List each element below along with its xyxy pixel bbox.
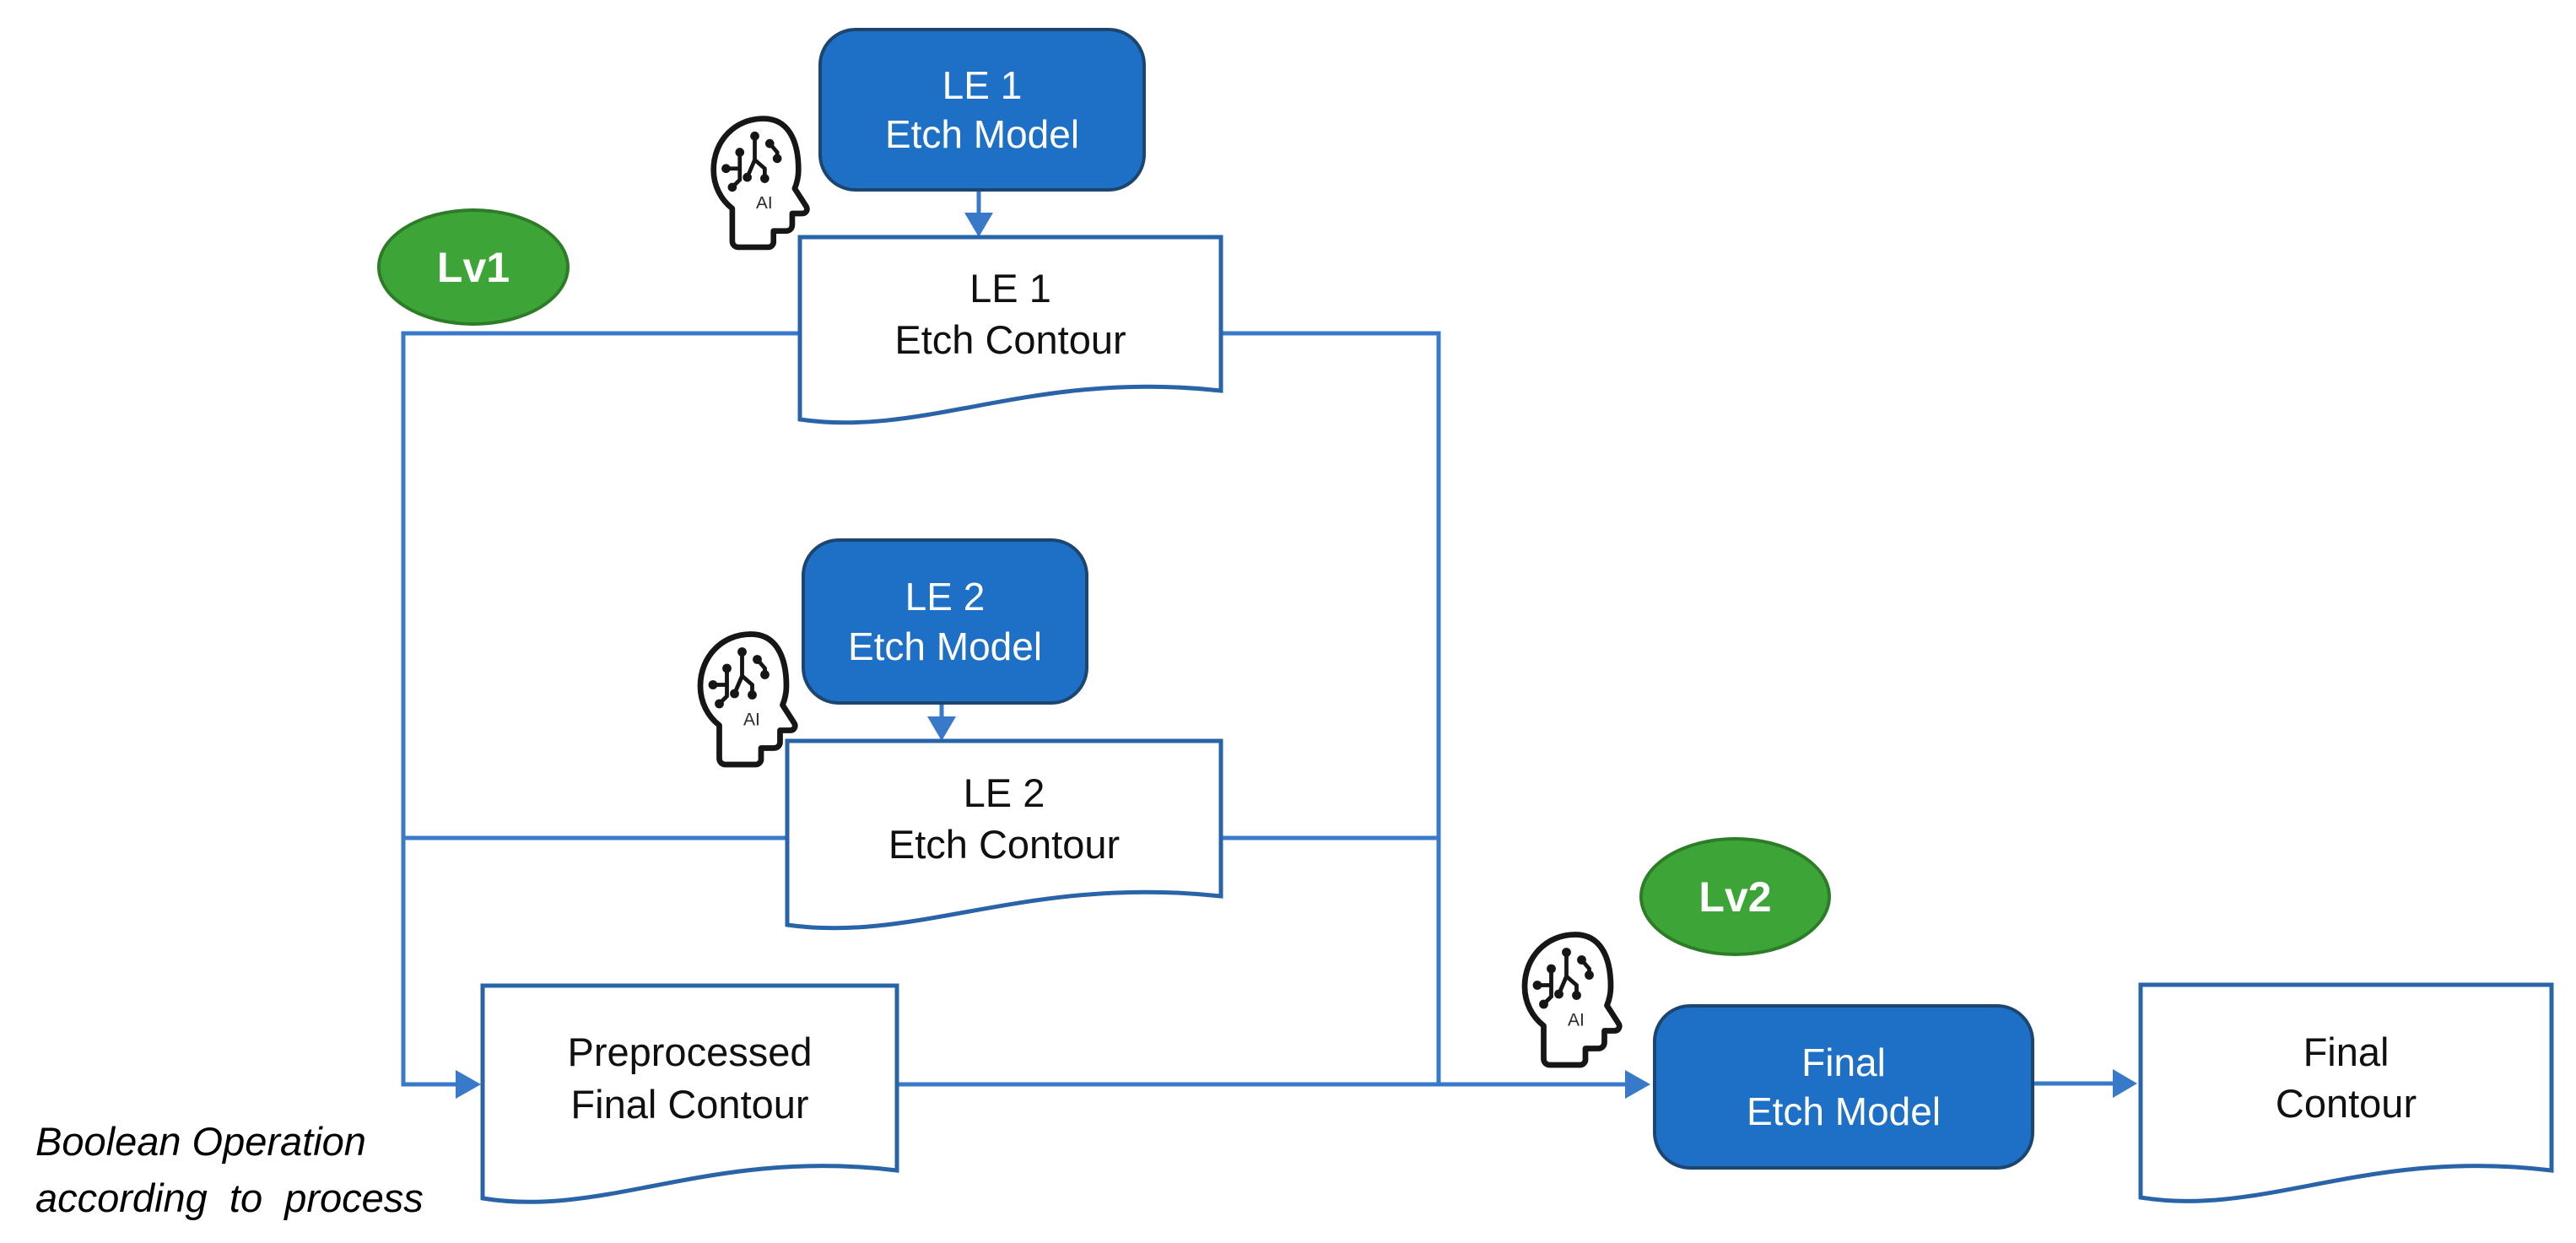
- ai-icon-label: AI: [743, 711, 760, 730]
- boolean-operation-annotation: Boolean Operation according to process: [35, 1114, 424, 1226]
- connector-left-collector: [401, 331, 800, 1087]
- doc-shape-le2-contour: [785, 738, 1223, 931]
- badge-lv2: Lv2: [1639, 837, 1831, 956]
- doc-shape-final-contour: [2138, 982, 2554, 1203]
- node-final-etch-model: Final Etch Model: [1653, 1004, 2034, 1170]
- arrowhead-le2-down: [927, 716, 956, 741]
- arrowhead-into-final-contour: [2113, 1069, 2137, 1098]
- annotation-line: according to process: [35, 1175, 424, 1220]
- node-label-line: Etch Model: [847, 624, 1043, 668]
- circuit-brain-icon: [710, 650, 767, 706]
- ai-icon-label: AI: [1568, 1011, 1585, 1030]
- node-le1-etch-model: LE 1 Etch Model: [818, 28, 1146, 192]
- arrowhead-into-final-model: [1625, 1070, 1650, 1099]
- ai-head-icon: AI: [697, 631, 798, 768]
- badge-lv2-label: Lv2: [1698, 873, 1772, 921]
- node-label-line: Etch Model: [1746, 1089, 1941, 1133]
- node-label-line: LE 2: [905, 575, 986, 619]
- doc-shape-le1-contour: [797, 235, 1223, 425]
- head-profile-outline: [1521, 932, 1623, 1068]
- ai-head-icon: AI: [710, 116, 810, 251]
- node-label-line: Final: [1801, 1040, 1886, 1084]
- annotation-line: Boolean Operation: [35, 1119, 366, 1164]
- arrowhead-into-preprocessed: [456, 1070, 481, 1099]
- ai-head-icon: AI: [1521, 932, 1623, 1068]
- head-profile-outline: [697, 631, 798, 768]
- doc-shape-preprocessed-contour: [480, 983, 899, 1204]
- arrowhead-le1-down: [964, 213, 993, 237]
- circuit-brain-icon: [1535, 950, 1591, 1007]
- node-label-line: Etch Model: [884, 112, 1080, 156]
- connector-right-collector: [1221, 331, 1441, 1084]
- head-profile-outline: [710, 116, 810, 251]
- badge-lv1-label: Lv1: [436, 243, 510, 291]
- circuit-brain-icon: [724, 133, 780, 190]
- badge-lv1: Lv1: [377, 208, 570, 326]
- node-label-line: LE 1: [942, 62, 1023, 107]
- ai-icon-label: AI: [756, 193, 773, 213]
- node-le2-etch-model: LE 2 Etch Model: [802, 538, 1088, 705]
